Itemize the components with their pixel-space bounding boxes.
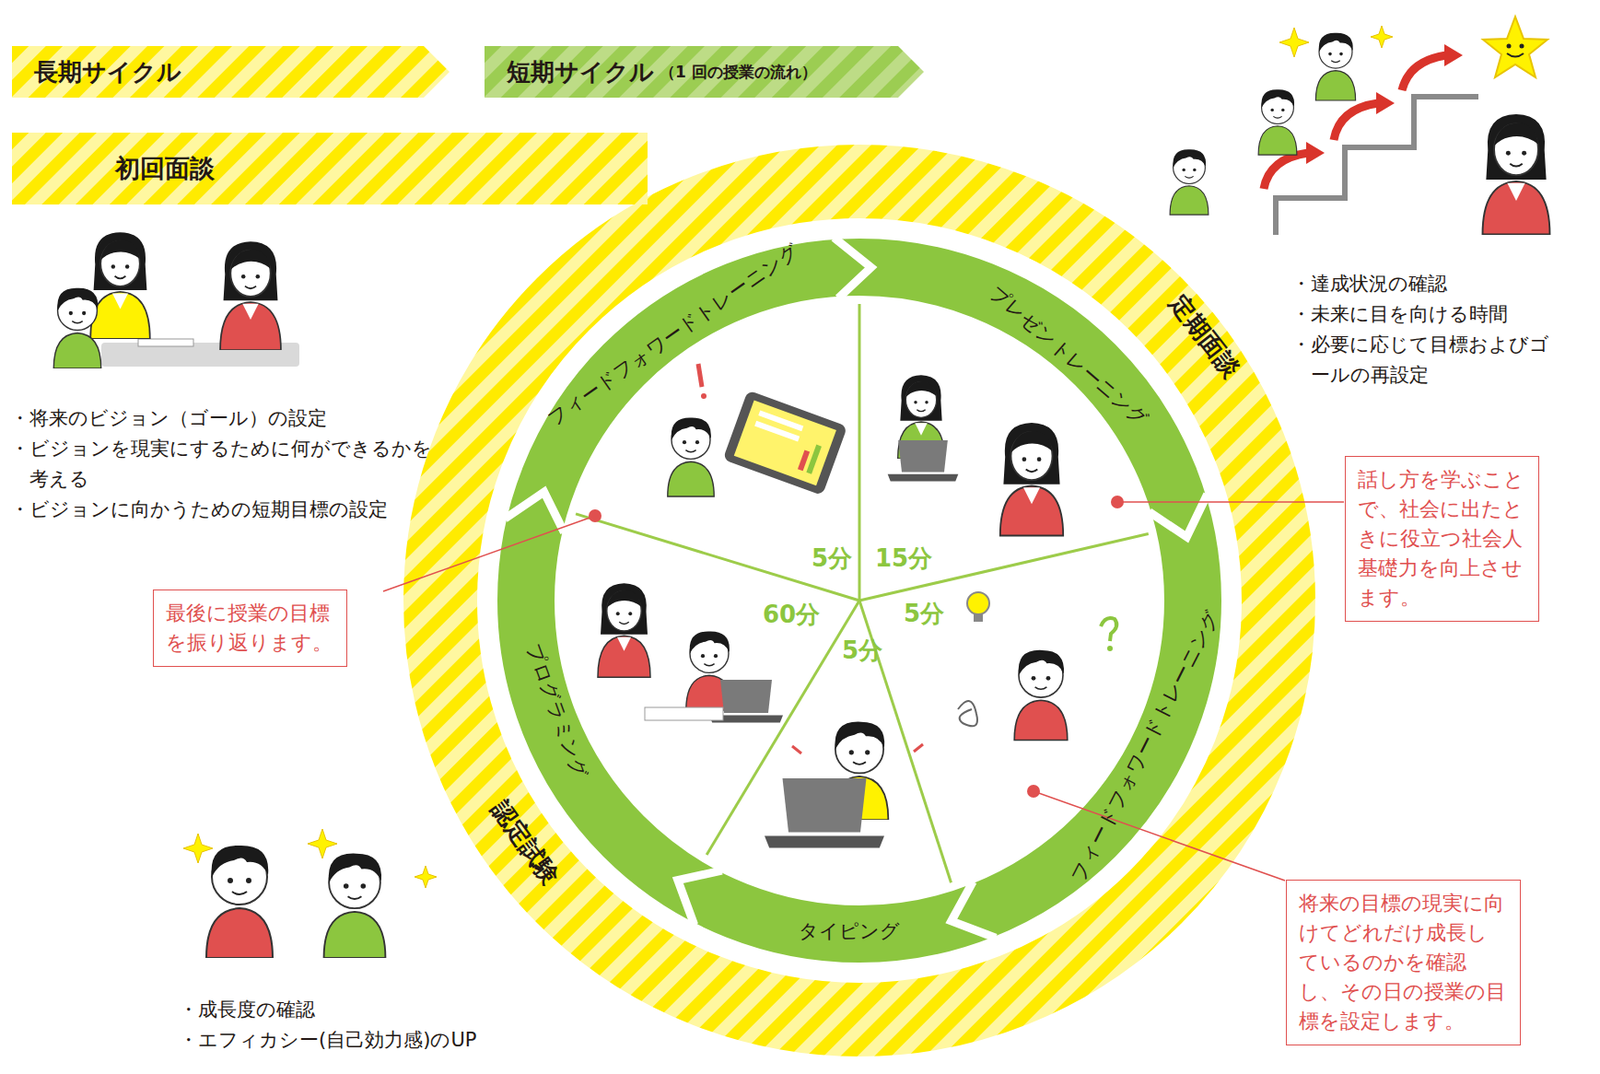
cycle-band: 長期サイクル xyxy=(11,46,450,98)
cycle-band: 短期サイクル（1 回の授業の流れ） xyxy=(484,46,924,98)
band-title: 短期サイクル xyxy=(506,56,655,89)
band-subtitle: （1 回の授業の流れ） xyxy=(659,61,818,83)
bullet-text: ・達成状況の確認 xyxy=(1291,268,1588,300)
callout-box: 最後に授業の目標を振り返ります。 xyxy=(152,589,348,667)
band-shape xyxy=(11,132,648,205)
callout-text: 最後に授業の目標を振り返ります。 xyxy=(165,598,335,658)
duration-label: 5分 xyxy=(811,544,853,573)
callout-box: 将来の目標の現実に向けてどれだけ成長しているのかを確認し、その日の授業の目標を設… xyxy=(1285,879,1521,1046)
bullet-text: ・将来のビジョン（ゴール）の設定 xyxy=(10,403,435,434)
interview-band: 初回面談 xyxy=(11,132,648,205)
callout-text: 将来の目標の現実に向けてどれだけ成長しているのかを確認し、その日の授業の目標を設… xyxy=(1298,888,1508,1036)
segment-label: タイピング xyxy=(798,920,900,944)
segment-label: フィードフォワードトレーニング xyxy=(1067,607,1226,887)
bullet-text: ・必要に応じて目標およびゴールの再設定 xyxy=(1291,329,1560,390)
bullet-text: ・ビジョンを現実にするために何ができるかを考える xyxy=(10,433,435,494)
duration-label: 5分 xyxy=(903,599,945,629)
band-title: 長期サイクル xyxy=(34,56,182,89)
bullet-text: ・成長度の確認 xyxy=(178,994,585,1026)
bullet-text: ・エフィカシー(自己効力感)のUP xyxy=(178,1025,585,1056)
callout-box: 話し方を学ぶことで、社会に出たときに役立つ社会人基礎力を向上させます。 xyxy=(1344,455,1540,622)
callout-text: 話し方を学ぶことで、社会に出たときに役立つ社会人基礎力を向上させます。 xyxy=(1357,465,1527,612)
ring-label: 定期面談 xyxy=(1164,289,1247,383)
bullet-text: ・ビジョンに向かうための短期目標の設定 xyxy=(10,494,435,526)
segment-label: プログラミング xyxy=(521,640,592,782)
duration-label: 15分 xyxy=(875,544,933,573)
duration-label: 60分 xyxy=(762,600,820,630)
ring-label: 認定試験 xyxy=(485,795,565,890)
duration-label: 5分 xyxy=(841,636,883,666)
segment-label: フィードフォワードトレーニング xyxy=(543,239,804,432)
segment-label: プレゼントレーニング xyxy=(984,281,1153,433)
band-title: 初回面談 xyxy=(115,151,215,186)
bullet-text: ・未来に目を向ける時間 xyxy=(1291,299,1588,330)
